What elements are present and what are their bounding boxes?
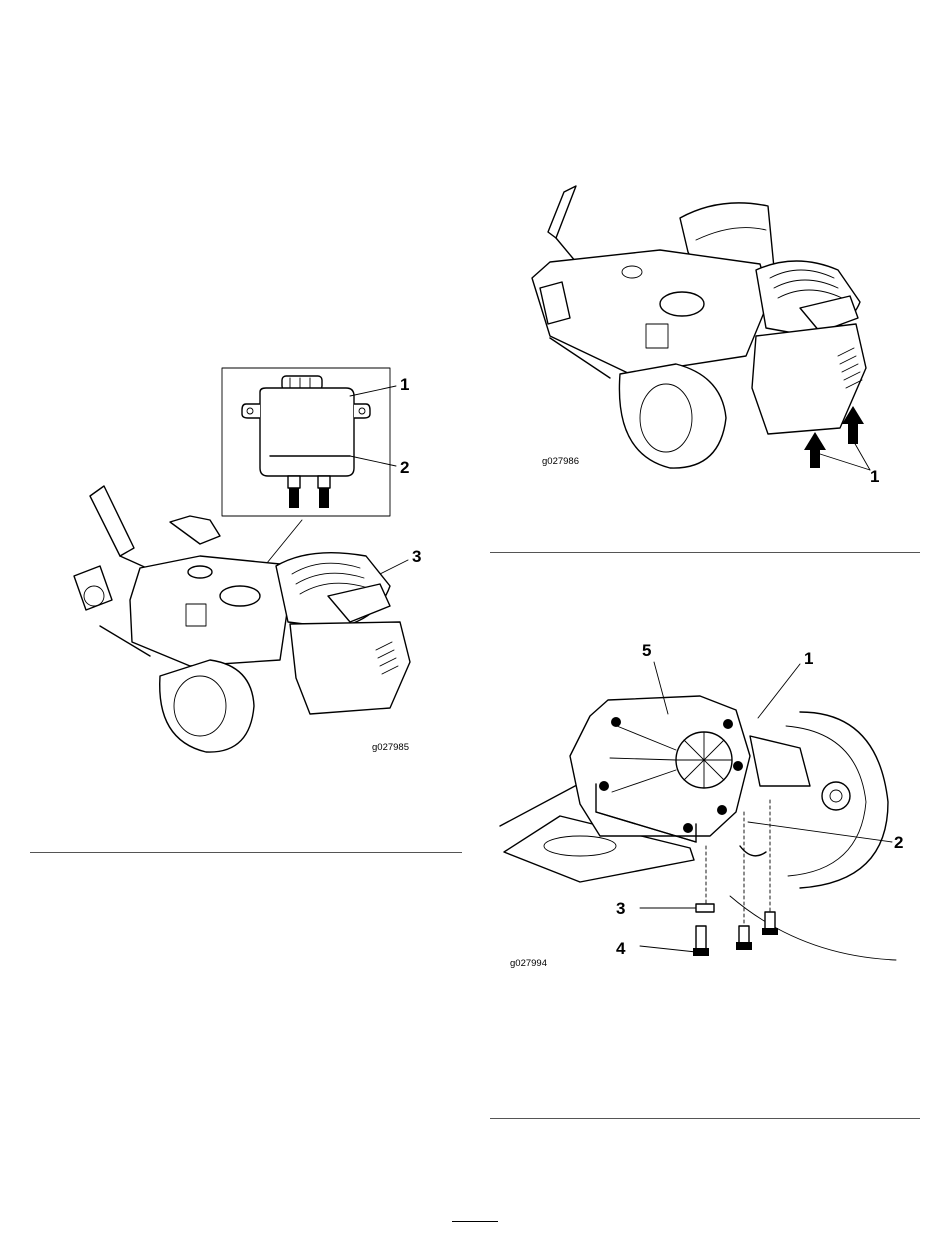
bolt-right (765, 912, 775, 930)
callout-3: 3 (616, 899, 625, 918)
figure-code: g027994 (510, 958, 547, 969)
callout-1: 1 (804, 649, 813, 668)
figure-mower-rear: 1 g027986 (520, 178, 900, 488)
figure-reservoir: 1 2 3 g027985 (60, 360, 460, 770)
mower-illustration: 1 g027986 (520, 178, 900, 488)
tank-cap-large (220, 586, 260, 606)
wheel-hub (822, 782, 850, 810)
lift-arrow-left (804, 432, 826, 468)
seat (170, 516, 220, 544)
fuel-cap (660, 292, 704, 316)
figure-transmission: 5 1 2 3 4 g027994 (500, 636, 920, 976)
spacer (696, 904, 714, 912)
figure-code: g027986 (542, 456, 579, 467)
bolt-left (696, 926, 706, 950)
fuel-cap (188, 566, 212, 578)
roll-bar (548, 186, 576, 238)
section-divider-right-top (490, 552, 920, 553)
reservoir-tank (260, 388, 354, 476)
callout-5: 5 (642, 641, 651, 660)
roll-bar (90, 486, 134, 556)
transmission-illustration: 5 1 2 3 4 g027994 (500, 636, 920, 976)
section-divider-left (30, 852, 462, 853)
reservoir-illustration: 1 2 3 g027985 (60, 360, 460, 770)
page-number-rule (452, 1221, 498, 1222)
callout-2: 2 (894, 833, 903, 852)
section-divider-right-bottom (490, 1118, 920, 1119)
rear-guard (290, 622, 410, 714)
callout-3: 3 (412, 547, 421, 566)
rear-wheel (619, 364, 726, 468)
figure-code: g027985 (372, 742, 409, 753)
callout-4: 4 (616, 939, 626, 958)
callout-2: 2 (400, 458, 409, 477)
axle-housing (750, 736, 810, 786)
callout-1: 1 (870, 467, 879, 486)
callout-1: 1 (400, 375, 409, 394)
